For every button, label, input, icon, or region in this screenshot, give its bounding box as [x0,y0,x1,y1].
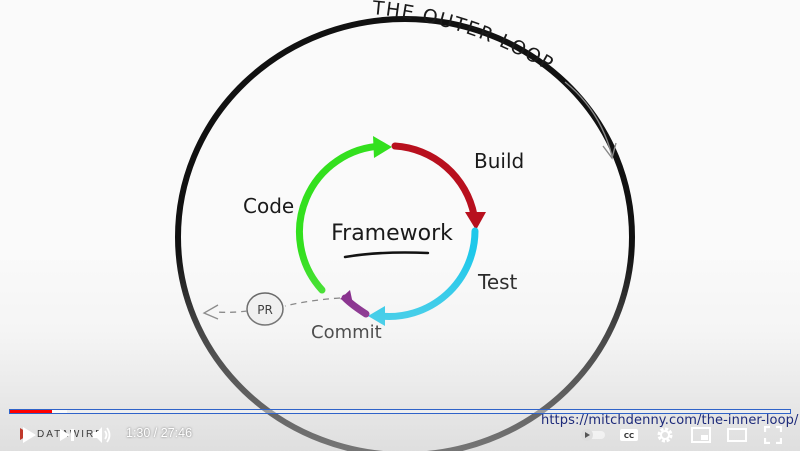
center-underline [343,251,430,259]
source-url: https://mitchdenny.com/the-inner-loop/ [541,413,799,428]
outer-loop-arrow [564,81,613,157]
pr-dashed-tail [214,310,248,313]
volume-icon [93,426,111,443]
commit-label: Commit [311,322,382,343]
code-label: Code [243,194,294,218]
build-arrowhead [465,212,486,230]
code-arc [296,142,387,294]
miniplayer-button[interactable] [688,418,714,451]
time-display: 1:30 / 27:46 [126,426,193,440]
code-arrowhead [373,136,392,158]
gear-icon [657,427,673,442]
build-label: Build [474,149,524,173]
play-icon [23,426,36,443]
captions-icon: CC [620,428,638,441]
pr-dashed-line [284,297,341,307]
brand-name: DATAWIRE [37,428,104,440]
progress-played [10,410,53,413]
build-arc [391,142,478,219]
pr-label: PR [257,303,273,317]
play-button[interactable] [14,418,44,451]
autoplay-toggle-icon [581,428,605,441]
captions-button[interactable]: CC [616,418,642,451]
next-icon [60,428,74,441]
theater-mode-button[interactable] [724,418,750,451]
pr-arrowhead [202,304,219,320]
fullscreen-icon [764,425,782,444]
fullscreen-button[interactable] [760,418,786,451]
outer-loop-arrowhead [602,142,617,160]
test-label: Test [477,270,518,294]
svg-text:CC: CC [624,432,634,440]
miniplayer-icon [691,426,711,443]
next-button[interactable] [54,418,80,451]
progress-bar[interactable] [9,409,791,414]
settings-button[interactable] [652,418,678,451]
player-controls: DATAWIRE 1:30 / 27:46 CC [0,418,800,451]
autoplay-toggle[interactable] [578,418,608,451]
outer-loop-circle [175,16,635,451]
theater-mode-icon [727,427,747,442]
volume-button[interactable] [88,418,116,451]
outer-loop-title: THE OUTER LOOP [371,0,558,76]
center-label: Framework [331,221,453,246]
